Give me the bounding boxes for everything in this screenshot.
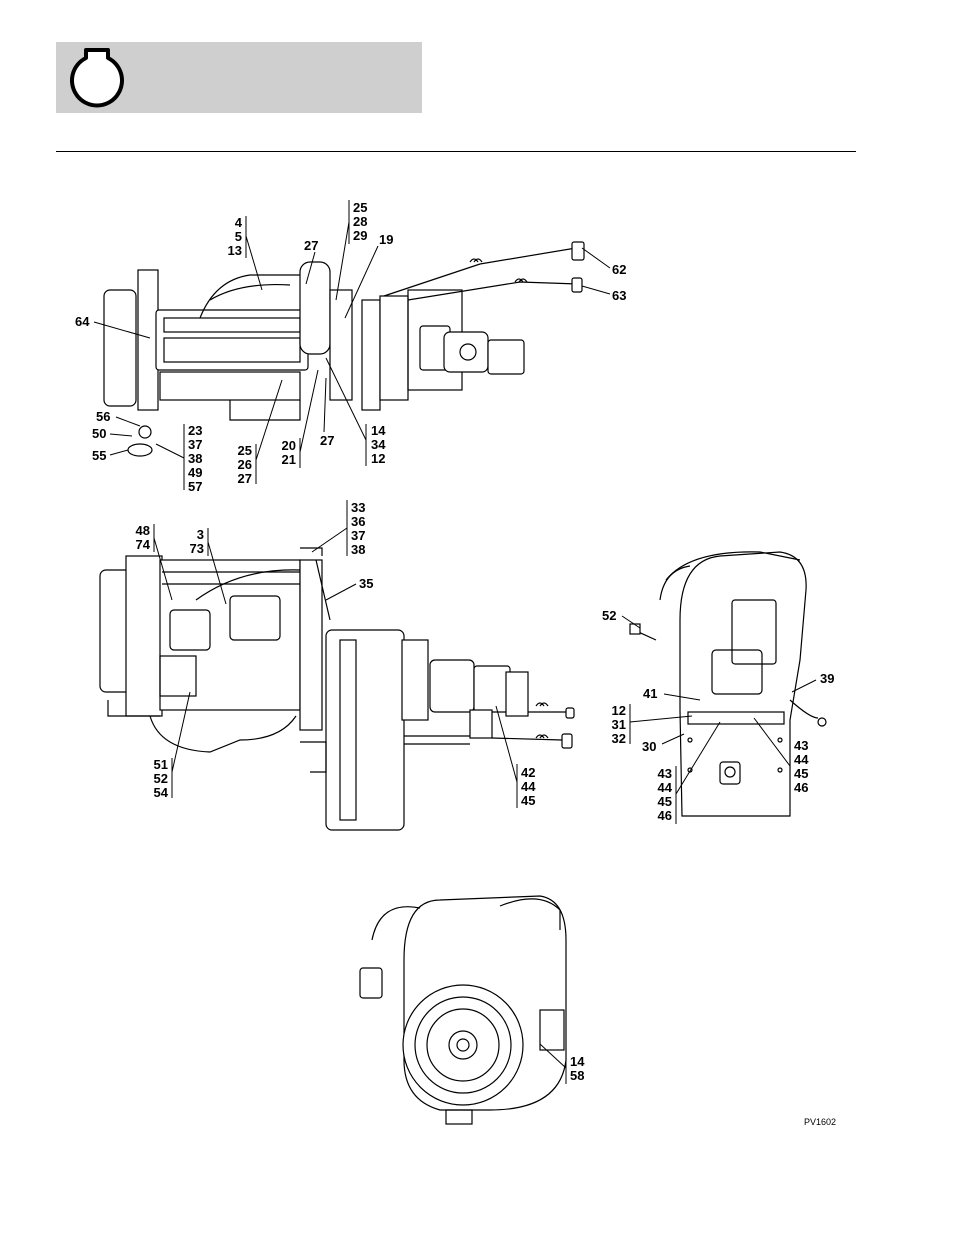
rear-view-engine	[359, 895, 567, 1125]
callout-39: 39	[820, 671, 834, 686]
callout-33: 33	[351, 500, 365, 515]
callout-37: 37	[351, 528, 365, 543]
callout-73: 73	[190, 541, 204, 556]
callout-52: 52	[602, 608, 616, 623]
callout-50: 50	[92, 426, 106, 441]
callout-45: 45	[658, 794, 672, 809]
callout-29: 29	[353, 228, 367, 243]
callout-46: 46	[794, 780, 808, 795]
figure-code: PV1602	[804, 1117, 836, 1127]
top-view-engine	[103, 241, 585, 457]
leader-lines	[93, 200, 817, 1084]
callout-44: 44	[658, 780, 673, 795]
callout-43: 43	[794, 738, 808, 753]
callout-64: 64	[75, 314, 90, 329]
callout-27: 27	[238, 471, 252, 486]
callout-43: 43	[658, 766, 672, 781]
callout-38: 38	[188, 451, 202, 466]
callout-26: 26	[238, 457, 252, 472]
callout-20: 20	[282, 438, 296, 453]
callout-3: 3	[197, 527, 204, 542]
callout-31: 31	[612, 717, 626, 732]
header-rule	[56, 151, 856, 152]
callout-14: 14	[570, 1054, 585, 1069]
callout-4: 4	[235, 215, 243, 230]
callout-28: 28	[353, 214, 367, 229]
callout-46: 46	[658, 808, 672, 823]
callout-labels: 4 5 13 25 28 29 27 19 62 63 64 56 50 55 …	[75, 200, 836, 1127]
callout-14: 14	[371, 423, 386, 438]
callout-36: 36	[351, 514, 365, 529]
callout-35: 35	[359, 576, 373, 591]
callout-55: 55	[92, 448, 106, 463]
callout-5: 5	[235, 229, 242, 244]
callout-54: 54	[154, 785, 169, 800]
callout-56: 56	[96, 409, 110, 424]
callout-51: 51	[154, 757, 168, 772]
callout-21: 21	[282, 452, 296, 467]
callout-23: 23	[188, 423, 202, 438]
callout-27: 27	[304, 238, 318, 253]
callout-63: 63	[612, 288, 626, 303]
callout-37: 37	[188, 437, 202, 452]
callout-52: 52	[154, 771, 168, 786]
callout-45: 45	[521, 793, 535, 808]
callout-12: 12	[371, 451, 385, 466]
callout-49: 49	[188, 465, 202, 480]
side-view-engine	[99, 547, 575, 831]
callout-41: 41	[643, 686, 657, 701]
callout-44: 44	[794, 752, 809, 767]
callout-19: 19	[379, 232, 393, 247]
callout-44: 44	[521, 779, 536, 794]
callout-25: 25	[238, 443, 252, 458]
callout-45: 45	[794, 766, 808, 781]
callout-25: 25	[353, 200, 367, 215]
front-view-engine	[629, 551, 827, 817]
callout-48: 48	[136, 523, 150, 538]
callout-58: 58	[570, 1068, 584, 1083]
engine-icon	[70, 48, 124, 108]
callout-42: 42	[521, 765, 535, 780]
callout-57: 57	[188, 479, 202, 494]
callout-62: 62	[612, 262, 626, 277]
callout-74: 74	[136, 537, 151, 552]
callout-38: 38	[351, 542, 365, 557]
callout-13: 13	[228, 243, 242, 258]
callout-34: 34	[371, 437, 386, 452]
callout-12: 12	[612, 703, 626, 718]
callout-27: 27	[320, 433, 334, 448]
callout-30: 30	[642, 739, 656, 754]
callout-32: 32	[612, 731, 626, 746]
